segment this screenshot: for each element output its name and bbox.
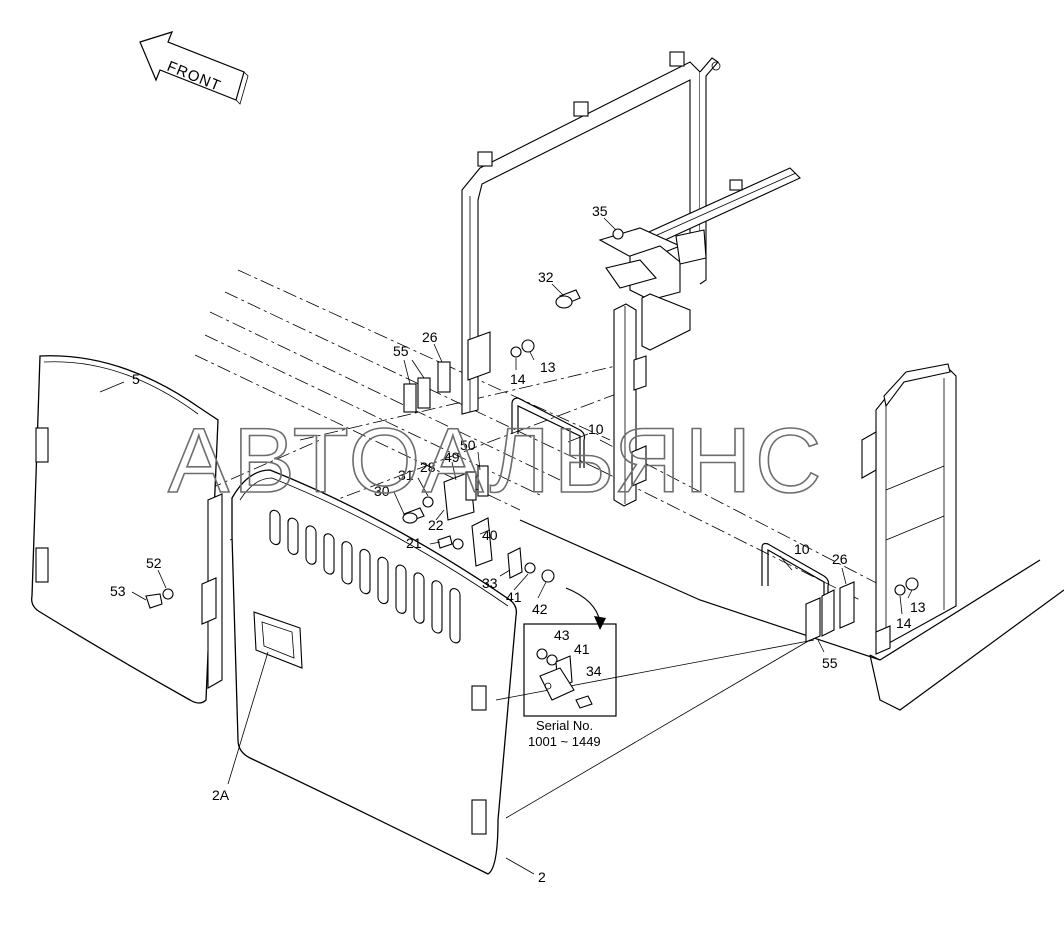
label-26: 26 <box>422 329 438 345</box>
label-49: 49 <box>444 449 460 465</box>
front-arrow: FRONT <box>139 31 249 105</box>
label-10-right: 10 <box>794 541 810 557</box>
label-14-right: 14 <box>896 615 912 631</box>
label-55: 55 <box>393 343 409 359</box>
label-2A: 2A <box>212 787 230 803</box>
front-door-panel <box>231 469 518 875</box>
label-13-right: 13 <box>910 599 926 615</box>
label-52: 52 <box>146 555 162 571</box>
serial-line-2: 1001 ~ 1449 <box>528 734 601 749</box>
radiator-frame <box>461 51 801 507</box>
label-35: 35 <box>592 203 608 219</box>
label-50: 50 <box>460 437 476 453</box>
label-32: 32 <box>538 269 554 285</box>
label-21: 21 <box>406 535 422 551</box>
label-41-detail: 41 <box>574 641 590 657</box>
part-labels: 5 55 26 14 13 35 32 10 50 49 28 31 30 22… <box>110 203 926 885</box>
label-14: 14 <box>510 371 526 387</box>
door-vents <box>269 509 461 644</box>
right-side-post <box>861 363 957 655</box>
label-33: 33 <box>482 575 498 591</box>
left-side-panel <box>31 355 223 704</box>
label-40: 40 <box>482 527 498 543</box>
label-13: 13 <box>540 359 556 375</box>
label-42: 42 <box>532 601 548 617</box>
watermark: АВТОАЛЬЯНС <box>168 410 826 512</box>
label-26-right: 26 <box>832 551 848 567</box>
label-34: 34 <box>586 663 602 679</box>
front-label: FRONT <box>165 58 224 95</box>
serial-line-1: Serial No. <box>536 718 593 733</box>
label-53: 53 <box>110 583 126 599</box>
label-10: 10 <box>588 421 604 437</box>
label-41: 41 <box>506 589 522 605</box>
label-43: 43 <box>554 627 570 643</box>
small-parts <box>145 228 919 643</box>
label-5: 5 <box>132 371 140 387</box>
label-22: 22 <box>428 517 444 533</box>
detail-callout-arrow <box>565 587 606 630</box>
serial-detail-inset <box>523 623 617 717</box>
base-frame <box>519 519 1064 711</box>
label-31: 31 <box>398 467 414 483</box>
label-55-right: 55 <box>822 655 838 671</box>
label-2: 2 <box>538 869 546 885</box>
label-30: 30 <box>374 483 390 499</box>
center-lines <box>39 269 891 601</box>
grab-handles <box>511 397 830 600</box>
label-28: 28 <box>420 459 436 475</box>
serial-number-note: Serial No. 1001 ~ 1449 <box>528 718 601 749</box>
